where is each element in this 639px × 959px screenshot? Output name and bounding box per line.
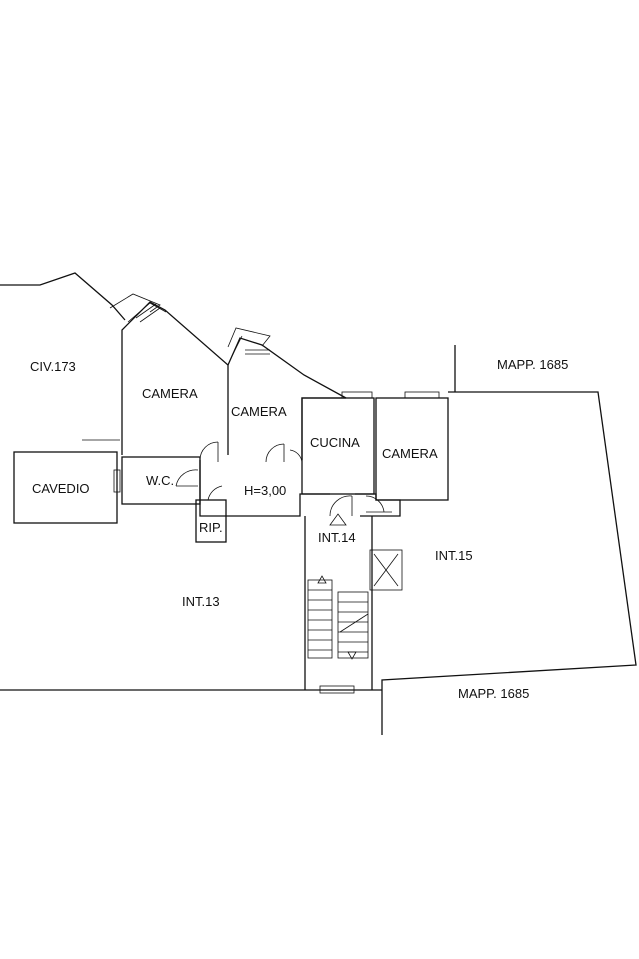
label-int-14: INT.14 (318, 530, 356, 545)
label-camera-2: CAMERA (231, 404, 287, 419)
window-symbols (135, 303, 440, 694)
label-camera-3: CAMERA (382, 446, 438, 461)
label-mapp-bottom: MAPP. 1685 (458, 686, 529, 701)
label-wc: W.C. (146, 473, 174, 488)
door-swings (175, 441, 392, 526)
label-int-15: INT.15 (435, 548, 473, 563)
staircase (307, 575, 369, 660)
label-mapp-top: MAPP. 1685 (497, 357, 568, 372)
label-civ-173: CIV.173 (30, 359, 76, 374)
label-cucina: CUCINA (310, 435, 360, 450)
cavedio-room (13, 451, 121, 524)
room-labels: CIV.173 CAMERA CAMERA CUCINA CAMERA CAVE… (30, 357, 568, 701)
label-int-13: INT.13 (182, 594, 220, 609)
label-camera-1: CAMERA (142, 386, 198, 401)
label-cavedio: CAVEDIO (32, 481, 90, 496)
label-rip: RIP. (199, 520, 223, 535)
site-boundaries (0, 272, 637, 735)
label-height: H=3,00 (244, 483, 286, 498)
